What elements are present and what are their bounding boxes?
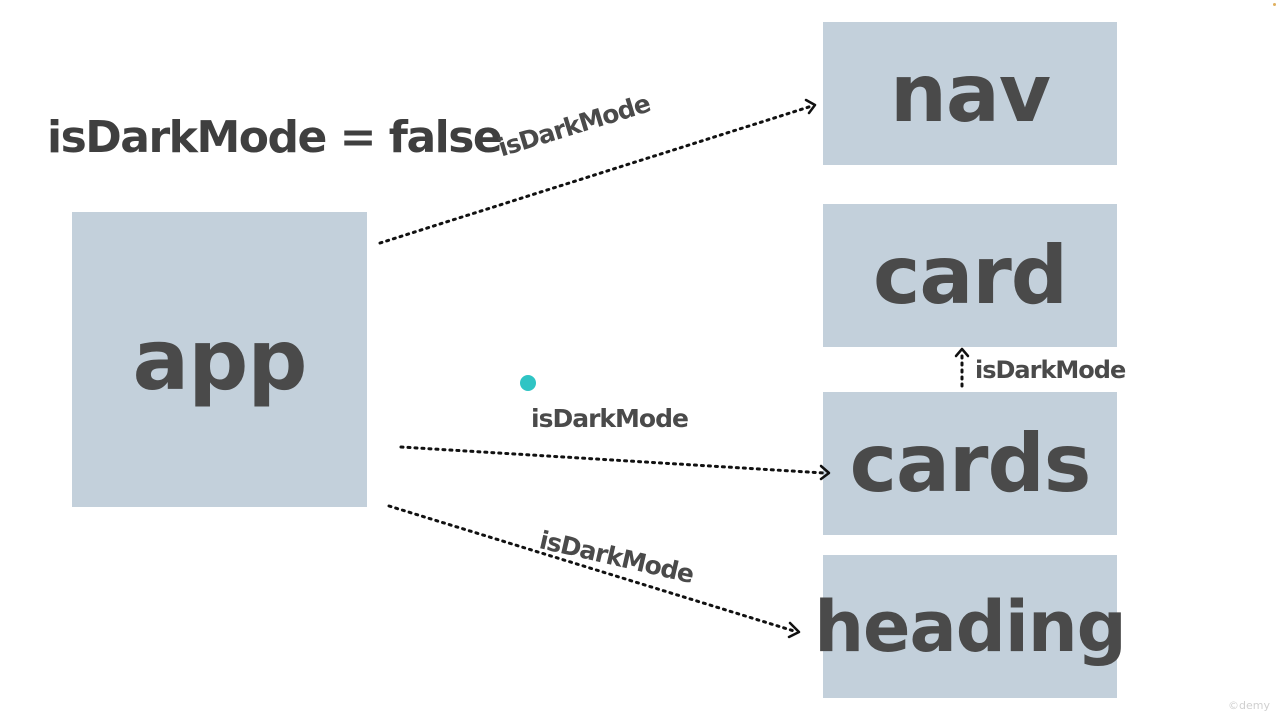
state-declaration: isDarkMode = false — [47, 112, 503, 163]
component-box-nav: nav — [823, 22, 1117, 165]
pointer-cursor — [520, 375, 536, 391]
component-label-heading: heading — [814, 585, 1127, 668]
arrow-app-to-cards — [399, 445, 826, 475]
arrowhead-cards — [819, 464, 831, 481]
arrow-app-to-heading — [387, 504, 796, 633]
corner-marker — [1273, 3, 1276, 6]
watermark: ©demy — [1228, 699, 1270, 712]
component-label-app: app — [132, 310, 308, 409]
arrowhead-card — [954, 347, 970, 358]
component-box-cards: cards — [823, 392, 1117, 535]
component-label-card: card — [872, 228, 1068, 322]
component-label-cards: cards — [849, 416, 1092, 510]
component-label-nav: nav — [889, 46, 1051, 140]
arrow-app-to-nav — [378, 104, 814, 245]
arrowhead-nav — [804, 98, 817, 115]
prop-label-cards: isDarkMode — [531, 404, 689, 433]
component-box-app: app — [72, 212, 367, 507]
component-box-heading: heading — [814, 555, 1127, 698]
arrowhead-heading — [787, 621, 801, 639]
component-box-card: card — [823, 204, 1117, 347]
prop-label-card: isDarkMode — [975, 356, 1126, 384]
